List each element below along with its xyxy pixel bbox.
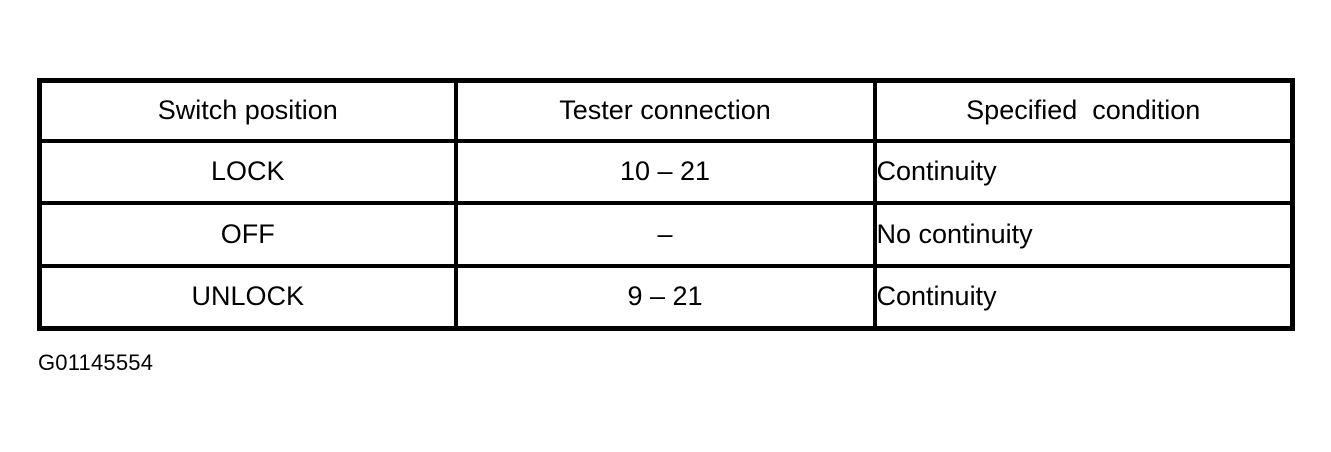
specification-table: Switch position Tester connection Specif…	[37, 78, 1295, 331]
cell-specified-condition: No continuity	[872, 201, 1295, 268]
cell-switch-position: UNLOCK	[37, 263, 458, 331]
cell-tester-connection: 10 – 21	[453, 138, 877, 206]
column-header-switch-position: Switch position	[37, 78, 458, 143]
cell-switch-position: LOCK	[37, 138, 458, 206]
cell-specified-condition: Continuity	[872, 263, 1295, 331]
table-header-row: Switch position Tester connection Specif…	[37, 78, 1295, 143]
column-header-tester-connection: Tester connection	[453, 78, 877, 143]
cell-switch-position: OFF	[37, 201, 458, 268]
cell-tester-connection: –	[453, 201, 877, 268]
cell-tester-connection: 9 – 21	[453, 263, 877, 331]
column-header-specified-condition: Specified condition	[872, 78, 1295, 143]
cell-specified-condition: Continuity	[872, 138, 1295, 206]
table-row: LOCK 10 – 21 Continuity	[37, 138, 1295, 206]
table-row: OFF – No continuity	[37, 201, 1295, 268]
figure-id-caption: G01145554	[38, 350, 154, 375]
table-row: UNLOCK 9 – 21 Continuity	[37, 263, 1295, 331]
